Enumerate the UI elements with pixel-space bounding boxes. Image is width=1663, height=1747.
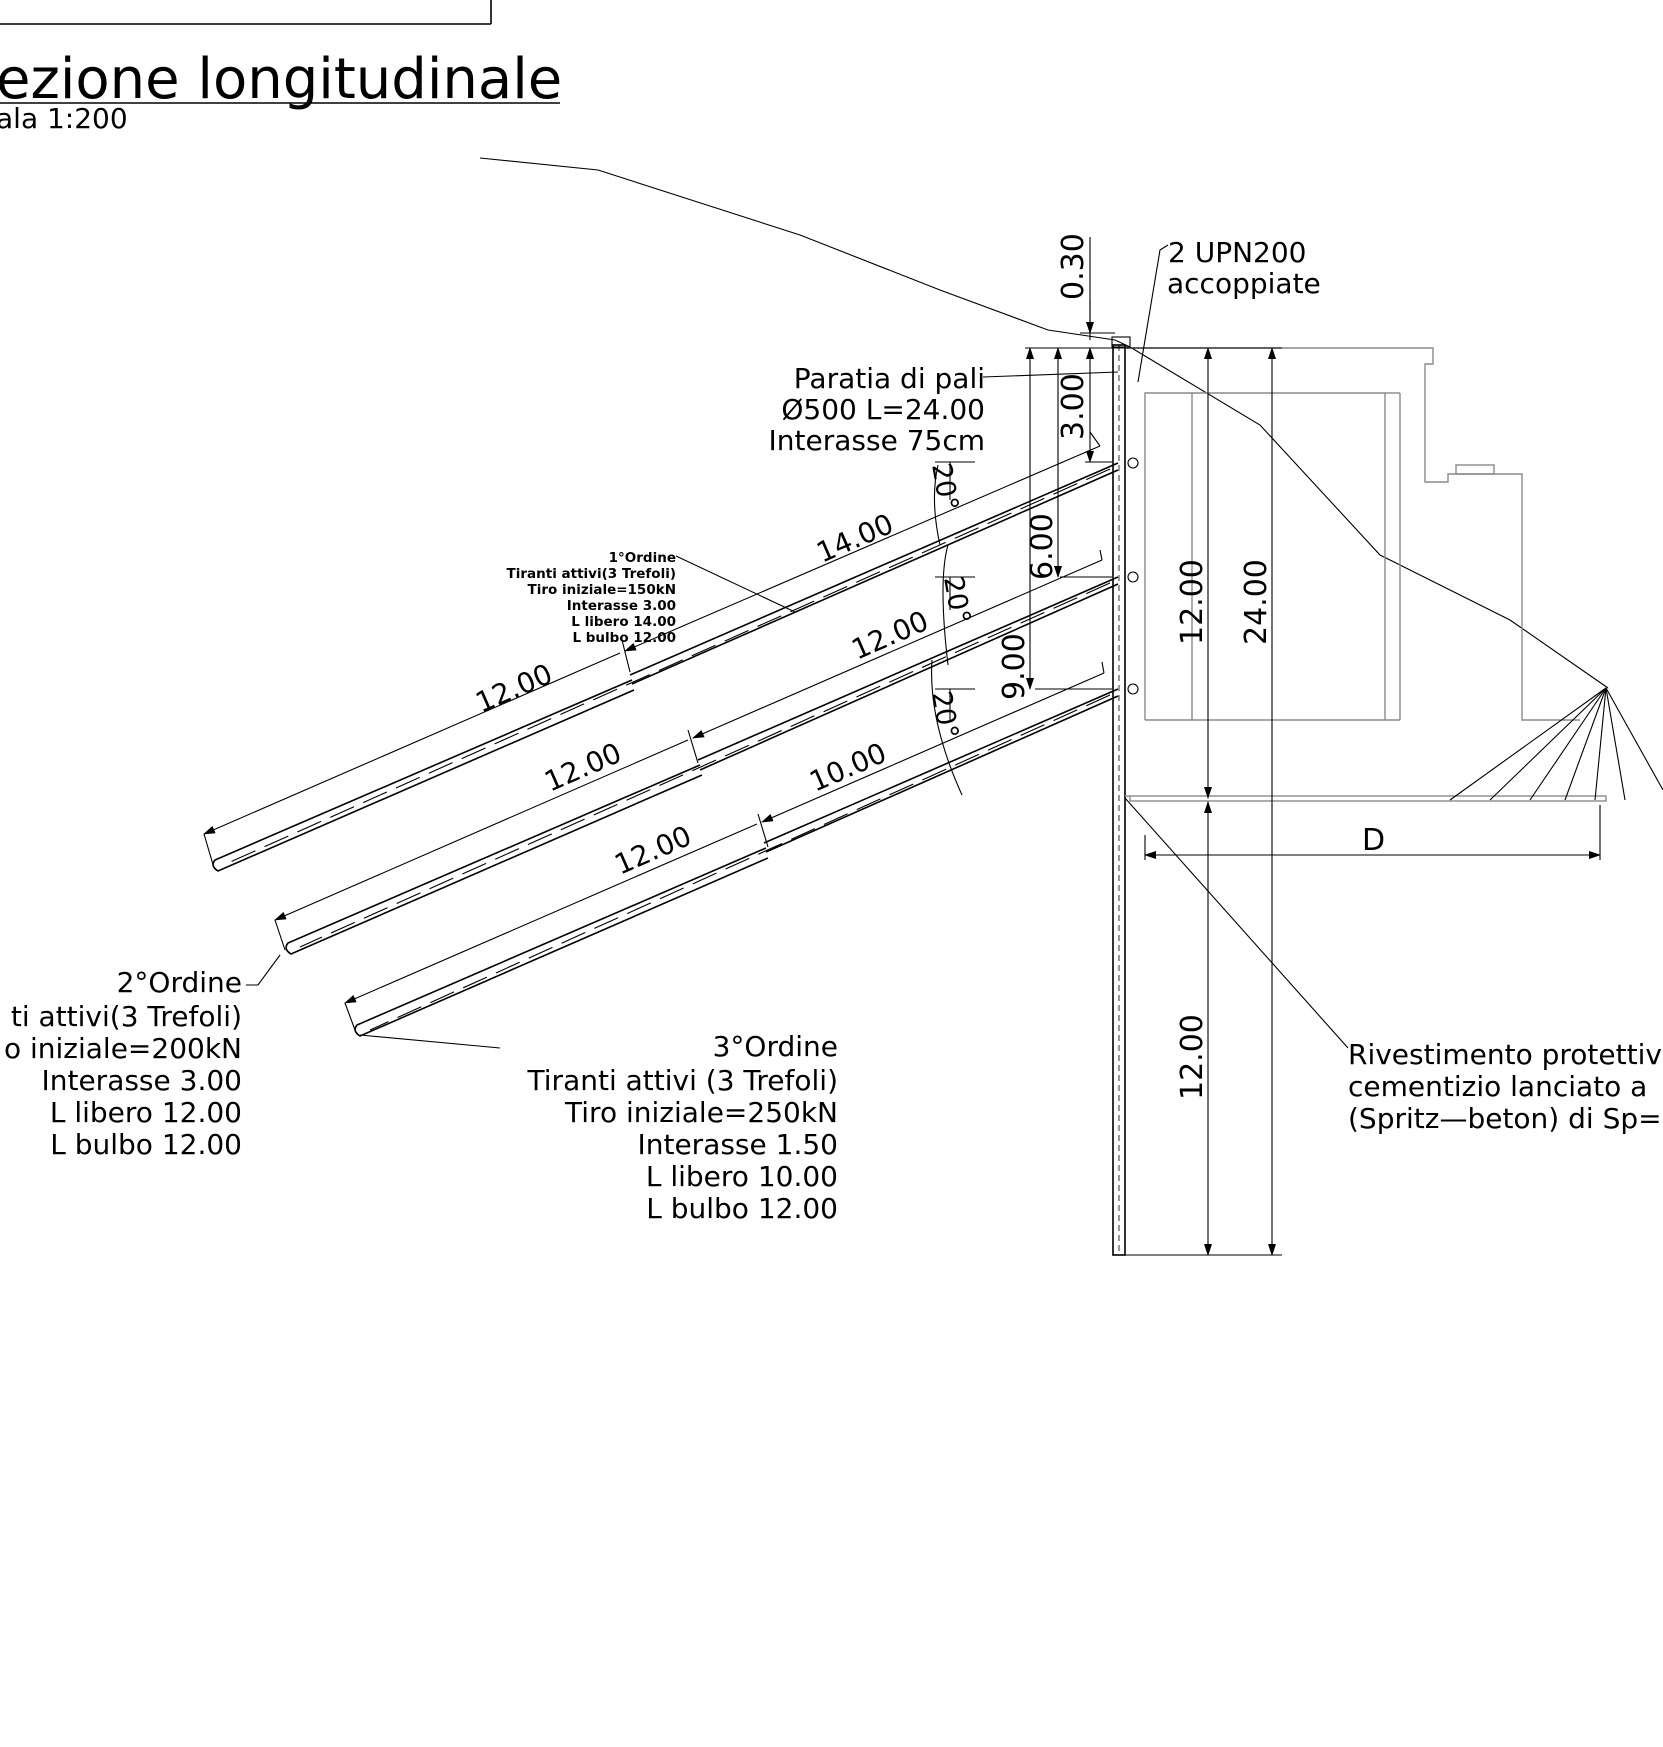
- order1-line3: Tiro iniziale=150kN: [528, 582, 676, 598]
- dim-300: 3.00: [1056, 373, 1091, 440]
- order2-line2: ti attivi(3 Trefoli): [11, 1000, 242, 1033]
- order3-line6: L bulbo 12.00: [646, 1192, 838, 1225]
- anchor-2-bulb-length: 12.00: [540, 736, 627, 798]
- dim-2400: 24.00: [1239, 559, 1274, 645]
- dim-030: 0.30: [1056, 233, 1091, 300]
- dim-1200-top: 12.00: [1175, 559, 1210, 645]
- anchor-1-bulb-length: 12.00: [471, 657, 558, 719]
- anchor-2-free-length: 12.00: [847, 604, 934, 666]
- order1-line5: L libero 14.00: [571, 614, 676, 630]
- angle-1: 20°: [925, 461, 964, 514]
- leaders: [246, 244, 1169, 1049]
- order2-line5: L libero 12.00: [50, 1096, 242, 1129]
- vertical-dims-left: [1025, 237, 1150, 690]
- anchor-3-free-length: 10.00: [805, 736, 892, 798]
- dim-600: 6.00: [1025, 513, 1060, 580]
- order1-label: 1°Ordine Tiranti attivi(3 Trefoli) Tiro …: [507, 550, 676, 646]
- order3-line3: Tiro iniziale=250kN: [564, 1096, 838, 1129]
- rivestimento-line1: Rivestimento protettivo: [1348, 1038, 1663, 1071]
- order2-label: 2°Ordine ti attivi(3 Trefoli) o iniziale…: [4, 966, 242, 1161]
- angle-arcs: [931, 461, 975, 796]
- pile-wall: [1111, 336, 1131, 1256]
- anchor-2: [285, 571, 1139, 955]
- order2-line4: Interasse 3.00: [41, 1064, 242, 1097]
- anchor-dimension-lines: [203, 431, 1105, 1031]
- rivestimento-line2: cementizio lanciato a: [1348, 1070, 1647, 1103]
- anchor-3: [354, 683, 1139, 1037]
- order3-line1: 3°Ordine: [713, 1030, 838, 1063]
- order3-line5: L libero 10.00: [646, 1160, 838, 1193]
- paratia-line1: Paratia di pali: [794, 362, 985, 395]
- angle-3: 20°: [925, 689, 964, 742]
- anchor-1-free-length: 14.00: [812, 507, 899, 569]
- paratia-label: Paratia di pali Ø500 L=24.00 Interasse 7…: [769, 362, 985, 457]
- paratia-line2: Ø500 L=24.00: [781, 393, 985, 426]
- existing-structure: [1125, 347, 1607, 802]
- ground-profile: [479, 157, 1609, 689]
- title-frame: [0, 0, 492, 25]
- upn-label-line1: 2 UPN200: [1168, 236, 1306, 269]
- vertical-dims-right: [1125, 347, 1601, 1256]
- rivestimento-line3: (Spritz—beton) di Sp=: [1348, 1102, 1662, 1135]
- order2-line6: L bulbo 12.00: [50, 1128, 242, 1161]
- order1-line2: Tiranti attivi(3 Trefoli): [507, 566, 676, 582]
- drawing-title: ezione longitudinale: [0, 47, 562, 112]
- dim-900: 9.00: [997, 633, 1032, 700]
- drawing-scale: ala 1:200: [0, 102, 128, 135]
- dim-D: D: [1362, 823, 1385, 858]
- paratia-line3: Interasse 75cm: [769, 424, 985, 457]
- upn-label-line2: accoppiate: [1167, 267, 1321, 300]
- order3-line2: Tiranti attivi (3 Trefoli): [527, 1064, 838, 1097]
- order3-line4: Interasse 1.50: [637, 1128, 838, 1161]
- anchor-3-bulb-length: 12.00: [610, 819, 697, 881]
- order2-line1: 2°Ordine: [117, 966, 242, 999]
- rivestimento-label: Rivestimento protettivo cementizio lanci…: [1348, 1038, 1663, 1135]
- order3-label: 3°Ordine Tiranti attivi (3 Trefoli) Tiro…: [527, 1030, 838, 1225]
- angle-2: 20°: [937, 574, 976, 627]
- slope-hatch: [1449, 687, 1663, 801]
- rivestimento-leader: [1124, 797, 1349, 1049]
- order2-line3: o iniziale=200kN: [4, 1032, 242, 1065]
- order1-line6: L bulbo 12.00: [572, 630, 676, 646]
- dim-1200-bottom: 12.00: [1175, 1014, 1210, 1100]
- order1-line1: 1°Ordine: [609, 550, 676, 566]
- order1-line4: Interasse 3.00: [567, 598, 676, 614]
